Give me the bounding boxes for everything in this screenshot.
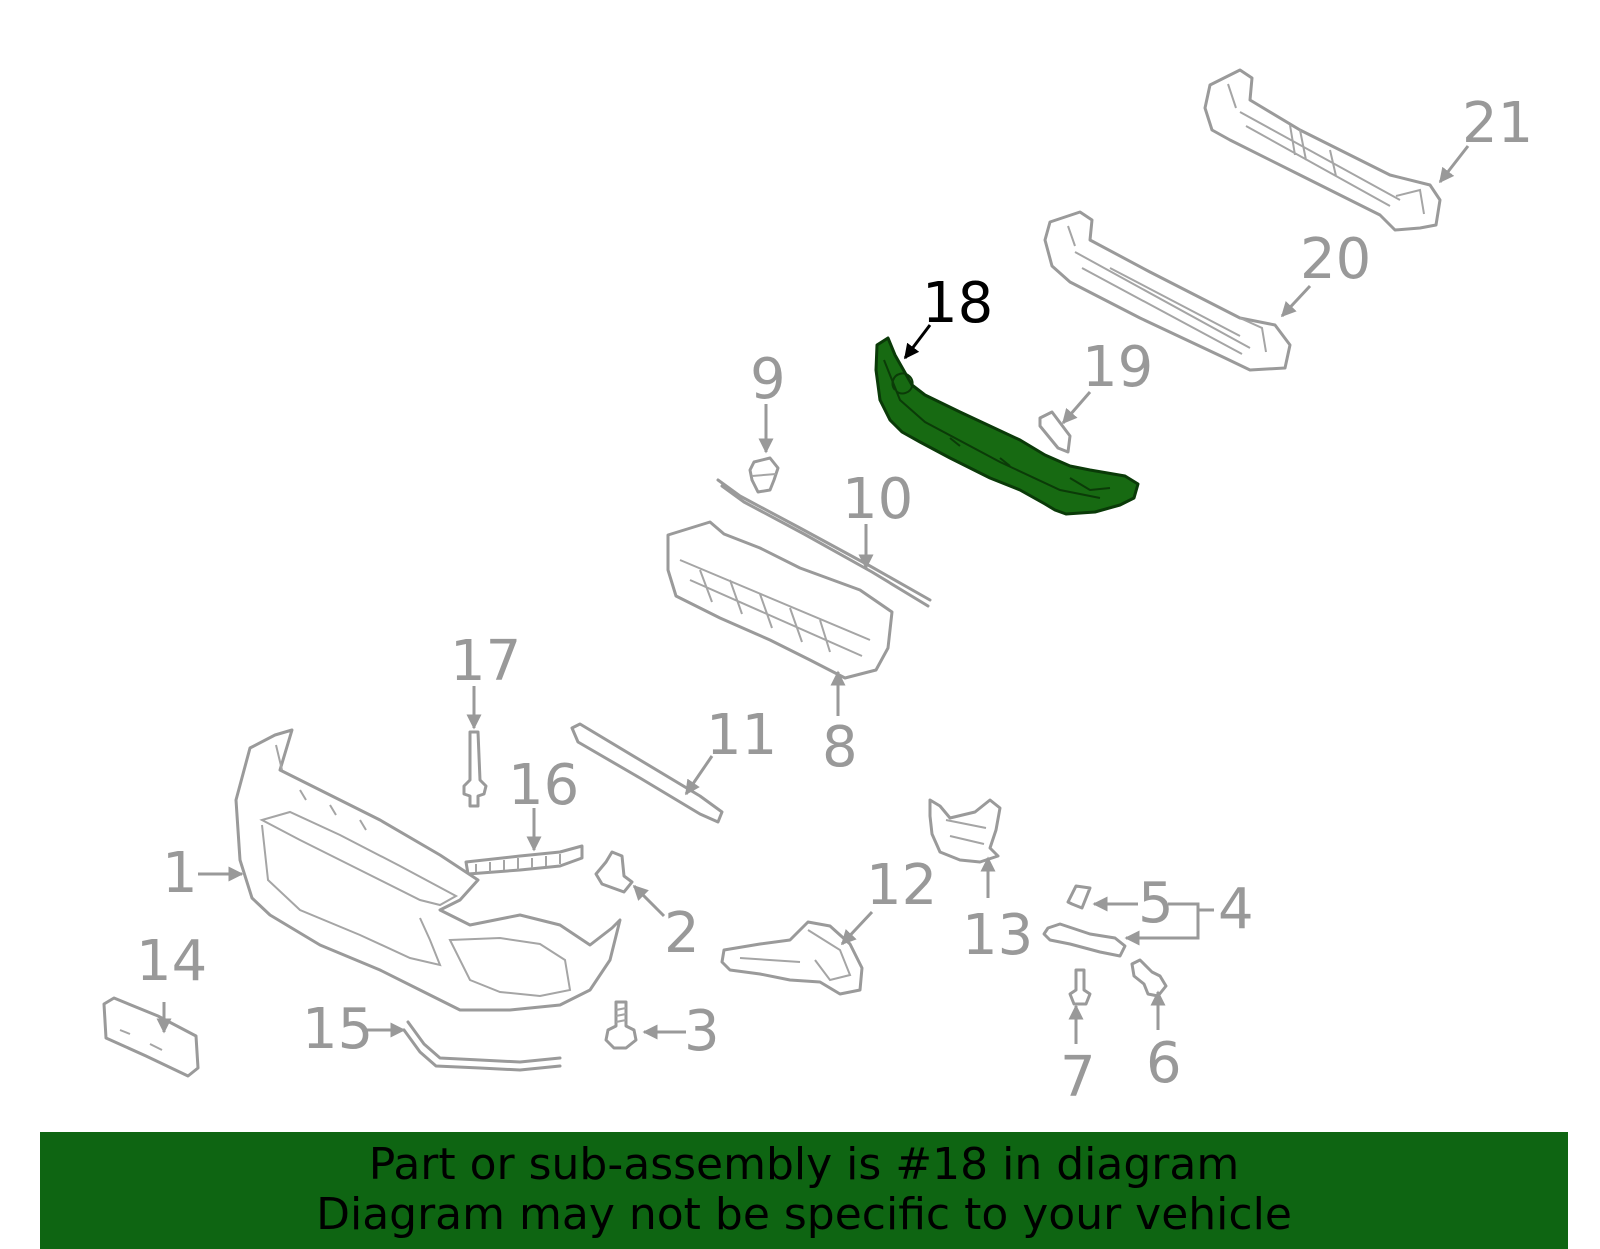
callout-7[interactable]: 7	[1060, 1045, 1096, 1110]
parts-diagram: 21 20 18 19 9 10 8 11 17 16 1 2 3 12 13 …	[102, 68, 1533, 1110]
callout-6[interactable]: 6	[1146, 1031, 1182, 1096]
part-11-seal[interactable]	[570, 722, 724, 824]
callout-3[interactable]: 3	[684, 999, 720, 1064]
part-10-seal-strip[interactable]	[716, 478, 932, 608]
part-20-reinforcement[interactable]	[1043, 210, 1292, 372]
part-3-bolt[interactable]	[604, 1000, 638, 1050]
callout-11[interactable]: 11	[706, 703, 777, 768]
part-7-screw[interactable]	[1068, 968, 1092, 1006]
info-banner: Part or sub-assembly is #18 in diagram D…	[40, 1132, 1568, 1249]
callout-20[interactable]: 20	[1300, 227, 1371, 292]
part-13-bracket[interactable]	[928, 798, 1002, 864]
callout-10[interactable]: 10	[842, 467, 913, 532]
part-9-clip[interactable]	[748, 456, 780, 494]
callout-21[interactable]: 21	[1462, 91, 1533, 156]
callout-9[interactable]: 9	[750, 347, 786, 412]
part-2-clip[interactable]	[594, 850, 634, 894]
part-15-trim[interactable]	[402, 1020, 562, 1072]
part-21-reinforcement[interactable]	[1203, 68, 1442, 232]
part-4-tube[interactable]	[1042, 922, 1127, 958]
leader-arrows	[156, 145, 1470, 1044]
part-6-screw[interactable]	[1130, 958, 1168, 998]
part-12-bezel[interactable]	[720, 920, 864, 996]
part-19-bracket[interactable]	[1038, 410, 1072, 454]
part-17-pin[interactable]	[462, 730, 488, 808]
callout-16[interactable]: 16	[508, 753, 579, 818]
callout-17[interactable]: 17	[450, 629, 521, 694]
callout-1[interactable]: 1	[162, 841, 198, 906]
callout-labels: 21 20 18 19 9 10 8 11 17 16 1 2 3 12 13 …	[136, 91, 1533, 1110]
part-16-strip[interactable]	[464, 844, 584, 876]
callout-18[interactable]: 18	[922, 271, 993, 336]
banner-line-1: Part or sub-assembly is #18 in diagram	[368, 1139, 1240, 1190]
part-1-bumper-cover[interactable]	[234, 728, 622, 1012]
callout-8[interactable]: 8	[822, 715, 858, 780]
callout-12[interactable]: 12	[866, 853, 937, 918]
part-5-insert[interactable]	[1066, 884, 1092, 910]
callout-13[interactable]: 13	[962, 903, 1033, 968]
callout-14[interactable]: 14	[136, 929, 207, 994]
callout-15[interactable]: 15	[302, 997, 373, 1062]
part-8-support[interactable]	[666, 520, 894, 680]
callout-4[interactable]: 4	[1218, 877, 1254, 942]
callout-19[interactable]: 19	[1082, 335, 1153, 400]
part-18-energy-absorber[interactable]	[874, 336, 1140, 516]
callout-2[interactable]: 2	[664, 901, 700, 966]
banner-line-2: Diagram may not be specific to your vehi…	[316, 1189, 1292, 1240]
callout-5[interactable]: 5	[1138, 871, 1174, 936]
part-14-license-bracket[interactable]	[102, 996, 200, 1078]
